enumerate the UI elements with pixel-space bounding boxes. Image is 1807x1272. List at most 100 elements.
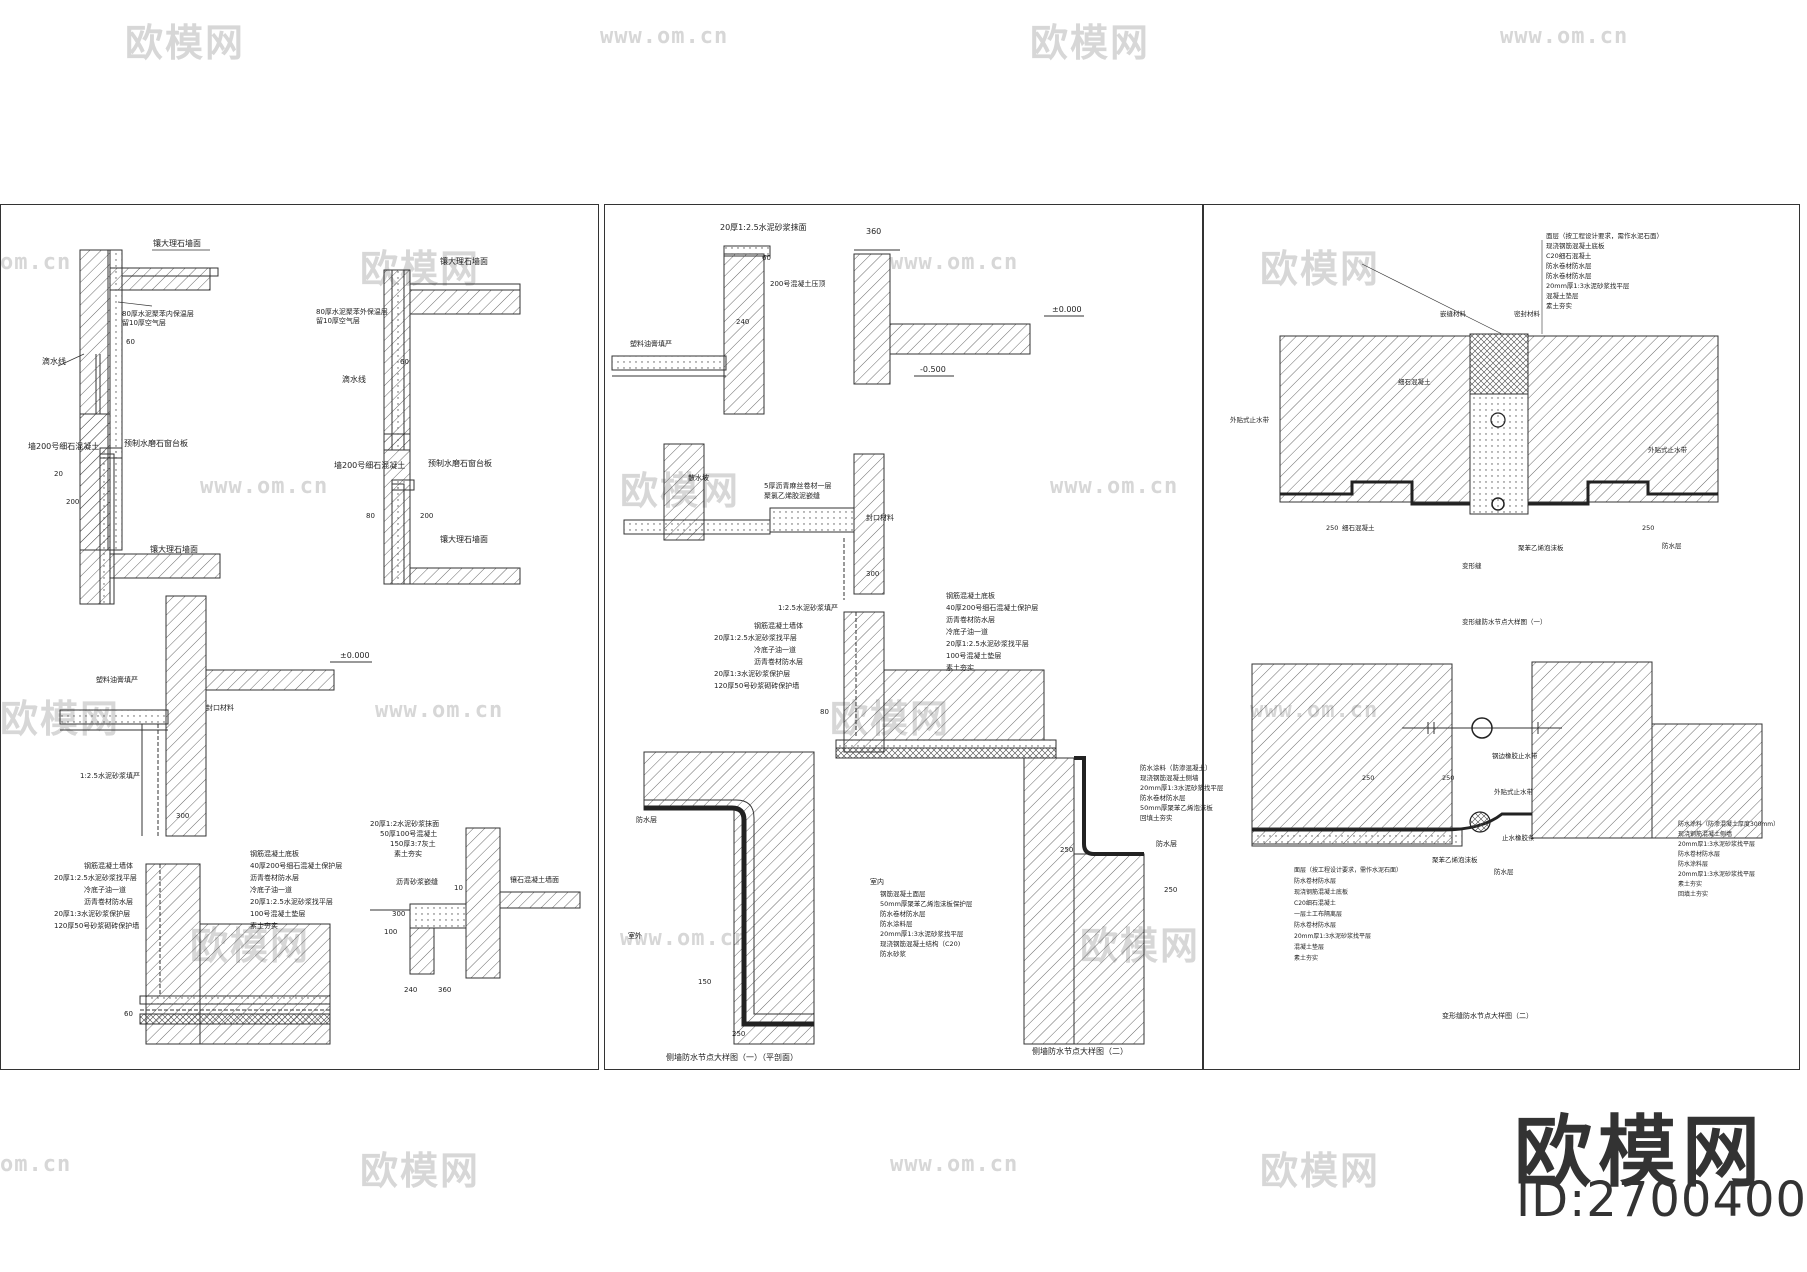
svg-text:±0.000: ±0.000 [1052,305,1082,314]
svg-text:现浇钢筋混凝土结构（C20): 现浇钢筋混凝土结构（C20) [880,939,960,948]
svg-text:20厚1:3水泥砂浆保护层: 20厚1:3水泥砂浆保护层 [54,909,130,918]
layer-list-right: 防水涂料（防渗混凝土厚度300mm） 现浇钢筋混凝土侧墙 20mm厚1:3水泥砂… [1678,820,1779,898]
svg-text:混凝土垫层: 混凝土垫层 [1546,291,1579,300]
detail-2b: 散水坡 5厚沥青麻丝卷材一层 聚氯乙烯胶泥嵌缝 封口材料 1:2.5水泥砂浆填严… [623,443,894,612]
svg-text:250: 250 [1442,774,1454,782]
watermark-logo: 欧模网 [1030,21,1151,65]
svg-text:240: 240 [736,318,749,326]
svg-text:C20细石混凝土: C20细石混凝土 [1294,899,1336,907]
label: 镶大理石墙面 [150,544,198,554]
svg-text:细石混凝土: 细石混凝土 [1342,523,1375,532]
watermark-logo: 欧模网 [125,21,246,65]
label: 滴水线 [342,374,366,384]
svg-text:20厚1:2.5水泥砂浆抹面: 20厚1:2.5水泥砂浆抹面 [720,222,807,232]
svg-text:40厚200号细石混凝土保护层: 40厚200号细石混凝土保护层 [250,861,342,870]
layer-list-left: 钢筋混凝土墙体 20厚1:2.5水泥砂浆找平层 冷底子油一道 沥青卷材防水层 2… [54,861,139,930]
svg-text:回填土夯实: 回填土夯实 [1140,813,1173,822]
dim: 10 [454,884,463,892]
svg-text:密封材料: 密封材料 [1514,309,1541,318]
svg-text:防水卷材防水层: 防水卷材防水层 [1294,921,1336,929]
label: 封口材料 [206,703,234,712]
svg-text:混凝土垫层: 混凝土垫层 [1294,943,1324,951]
watermark-url: www.om.cn [890,250,1019,275]
dim: 200 [66,498,79,506]
detail-d: 墙200号细石混凝土 预制水磨石窗台板 镶大理石墙面 80 200 [334,433,521,585]
svg-text:60: 60 [762,254,771,262]
layer-list: 面层（按工程设计要求，需作水泥石面） 现浇钢筋混凝土底板 C20细石混凝土 防水… [1546,231,1663,310]
svg-text:聚氯乙烯胶泥嵌缝: 聚氯乙烯胶泥嵌缝 [764,491,820,500]
caption: 侧墙防水节点大样图（一）（平剖面） [666,1052,798,1062]
svg-text:20mm厚1:3水泥砂浆找平层: 20mm厚1:3水泥砂浆找平层 [1294,932,1371,940]
svg-text:钢筋混凝土墙体: 钢筋混凝土墙体 [754,621,803,630]
svg-text:防水卷材防水层: 防水卷材防水层 [1546,261,1592,270]
panel-1-drawing: 镶大理石墙面 80厚水泥聚苯内保温层 留10厚空气层 滴水线 60 镶大理石墙面… [28,238,581,1045]
svg-text:现浇钢筋混凝土侧墙: 现浇钢筋混凝土侧墙 [1140,773,1199,782]
svg-text:冷底子油一道: 冷底子油一道 [946,627,988,636]
detail-b: 镶大理石墙面 80厚水泥聚苯外保温层 留10厚空气层 滴水线 60 [316,256,521,451]
svg-text:面层（按工程设计要求，需作水泥石面）: 面层（按工程设计要求，需作水泥石面） [1294,866,1402,874]
dim: 360 [438,986,451,994]
detail-3a: 面层（按工程设计要求，需作水泥石面） 现浇钢筋混凝土底板 C20细石混凝土 防水… [1230,231,1719,626]
svg-text:1:2.5水泥砂浆填严: 1:2.5水泥砂浆填严 [778,603,838,612]
brand-logo: 欧模网 [1514,1108,1767,1198]
svg-text:20mm厚1:3水泥砂浆找平层: 20mm厚1:3水泥砂浆找平层 [1140,783,1224,792]
svg-text:120厚50号砂浆砌砖保护墙: 120厚50号砂浆砌砖保护墙 [714,681,799,690]
svg-text:防水涂料层: 防水涂料层 [880,919,913,928]
svg-text:钢边橡胶止水带: 钢边橡胶止水带 [1492,751,1538,760]
svg-text:冷底子油一道: 冷底子油一道 [754,645,796,654]
svg-text:40厚200号细石混凝土保护层: 40厚200号细石混凝土保护层 [946,603,1038,612]
watermark-url: www.om.cn [200,474,329,499]
label: 墙200号细石混凝土 [334,460,405,470]
sheet-frame-1 [0,204,599,1070]
svg-text:钢筋混凝土面层: 钢筋混凝土面层 [880,889,926,898]
detail-c: 墙200号细石混凝土 预制水磨石窗台板 镶大理石墙面 20 200 [28,413,221,605]
svg-text:20厚1:2.5水泥砂浆找平层: 20厚1:2.5水泥砂浆找平层 [54,873,137,882]
panel-3-drawing: 面层（按工程设计要求，需作水泥石面） 现浇钢筋混凝土底板 C20细石混凝土 防水… [1230,231,1779,1020]
layer-list-left: 钢筋混凝土墙体 20厚1:2.5水泥砂浆找平层 冷底子油一道 沥青卷材防水层 2… [714,621,803,690]
layer-list-right: 钢筋混凝土底板 40厚200号细石混凝土保护层 沥青卷材防水层 冷底子油一道 2… [250,849,342,930]
svg-text:20厚1:2.5水泥砂浆找平层: 20厚1:2.5水泥砂浆找平层 [946,639,1029,648]
label: 镶大理石墙面 [440,256,488,266]
svg-text:室外: 室外 [628,931,642,940]
label: 留10厚空气层 [316,316,360,325]
watermark-url: www.om.cn [1050,474,1179,499]
svg-text:沥青卷材防水层: 沥青卷材防水层 [84,897,133,906]
svg-text:防水卷材防水层: 防水卷材防水层 [1678,850,1720,858]
watermark-url: www.om.cn [620,926,749,951]
svg-text:现浇钢筋混凝土侧墙: 现浇钢筋混凝土侧墙 [1678,830,1732,838]
svg-text:250: 250 [732,1030,745,1038]
svg-text:360: 360 [866,227,881,236]
svg-text:250: 250 [1060,846,1073,854]
svg-text:沥青卷材防水层: 沥青卷材防水层 [754,657,803,666]
svg-text:沥青卷材防水层: 沥青卷材防水层 [946,615,995,624]
watermark-url: www.om.cn [1500,24,1629,49]
svg-text:钢筋混凝土底板: 钢筋混凝土底板 [250,849,299,858]
detail-2a: 20厚1:2.5水泥砂浆抹面 200号混凝土压顶 塑料油膏填严 240 60 3… [611,222,1084,415]
label: 预制水磨石窗台板 [428,458,492,468]
layer-list-right: 钢筋混凝土底板 40厚200号细石混凝土保护层 沥青卷材防水层 冷底子油一道 2… [946,591,1038,672]
svg-text:聚苯乙烯泡沫板: 聚苯乙烯泡沫板 [1432,855,1478,864]
svg-text:细石混凝土: 细石混凝土 [1398,377,1431,386]
svg-text:素土夯实: 素土夯实 [394,849,422,858]
svg-text:现浇钢筋混凝土底板: 现浇钢筋混凝土底板 [1294,888,1348,896]
svg-text:素土夯实: 素土夯实 [1294,954,1318,962]
svg-text:20mm厚1:3水泥砂浆找平层: 20mm厚1:3水泥砂浆找平层 [1678,840,1755,848]
svg-text:钢筋混凝土底板: 钢筋混凝土底板 [946,591,995,600]
svg-text:80: 80 [820,708,829,716]
svg-text:防水涂料（防渗混凝土厚度300mm）: 防水涂料（防渗混凝土厚度300mm） [1678,820,1779,828]
caption: 变形缝防水节点大样图（二） [1442,1011,1533,1020]
svg-text:防水砂浆: 防水砂浆 [880,949,907,958]
svg-text:5厚沥青麻丝卷材一层: 5厚沥青麻丝卷材一层 [764,481,831,490]
layer-list: 防水涂料（防渗混凝土） 现浇钢筋混凝土侧墙 20mm厚1:3水泥砂浆找平层 防水… [1140,763,1224,822]
svg-text:-0.500: -0.500 [920,365,946,374]
svg-text:素土夯实: 素土夯实 [250,921,278,930]
svg-text:嵌缝材料: 嵌缝材料 [1440,309,1467,318]
svg-text:防水卷材防水层: 防水卷材防水层 [1546,271,1592,280]
svg-text:散水坡: 散水坡 [688,473,709,482]
svg-text:外贴式止水带: 外贴式止水带 [1230,415,1270,424]
svg-text:塑料油膏填严: 塑料油膏填严 [630,339,672,348]
watermark-url: www.om.cn [600,24,729,49]
caption: 侧墙防水节点大样图（二） [1032,1046,1128,1056]
label: ±0.000 [340,651,370,660]
svg-text:防水卷材防水层: 防水卷材防水层 [880,909,926,918]
